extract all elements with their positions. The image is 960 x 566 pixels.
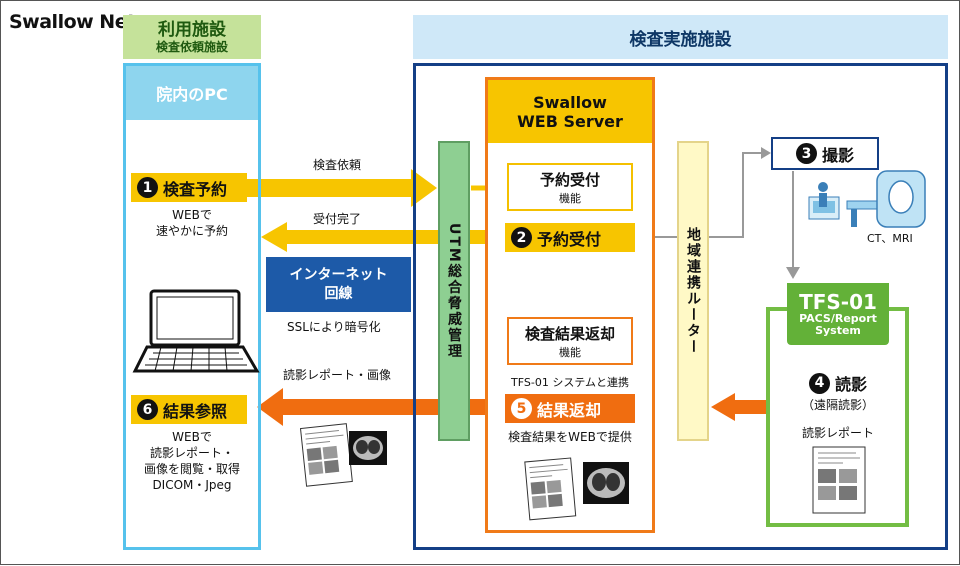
request-arrow: [247, 169, 437, 207]
result-function-main: 検査結果返却: [524, 324, 615, 343]
step1-note: WEBで 速やかに予約: [126, 207, 258, 239]
left-header: 利用施設 検査依頼施設: [123, 15, 261, 59]
step6-note-line: WEBで: [172, 430, 212, 444]
web-server-title-line2: WEB Server: [517, 111, 623, 131]
tfs-name: TFS-01: [799, 290, 877, 314]
tfs-sub1: PACS/Report: [799, 312, 877, 325]
reservation-function-main: 予約受付: [539, 170, 600, 189]
left-header-subtitle: 検査依頼施設: [155, 40, 228, 54]
step6-number: 6: [137, 399, 158, 420]
step1-label: 検査予約: [163, 179, 228, 199]
step1-badge: 1 検査予約: [131, 173, 247, 202]
step6-note: WEBで 読影レポート・ 画像を閲覧・取得 DICOM・Jpeg: [126, 429, 258, 493]
step5-badge: 5 結果返却: [505, 394, 635, 423]
step2-badge: 2 予約受付: [505, 223, 635, 252]
step6-note-line: 画像を閲覧・取得: [143, 462, 240, 476]
web-server-title-line1: Swallow: [533, 92, 607, 112]
reading-report-label: 読影レポート: [801, 426, 874, 440]
step6-note-line: DICOM・Jpeg: [152, 478, 232, 492]
reservation-function-box: 予約受付 機能: [507, 163, 633, 211]
step1-number: 1: [137, 177, 158, 198]
left-header-title: 利用施設: [158, 20, 226, 40]
step3-number: 3: [795, 143, 817, 164]
tfs-link-note: TFS-01 システムと連携: [511, 376, 629, 389]
regional-router-bar: 地域連携ルーター: [677, 141, 709, 441]
tfs-title: TFS-01 PACS/Report System: [787, 283, 889, 345]
step6-badge: 6 結果参照: [131, 395, 247, 424]
facility-panel: [413, 63, 948, 550]
accept-done-arrow: [261, 222, 505, 252]
capture-link-arrowhead: [761, 147, 771, 159]
internet-line-box: インターネット 回線: [266, 257, 411, 312]
step2-number: 2: [511, 227, 532, 248]
right-header: 検査実施施設: [413, 15, 948, 59]
step6-note-line: 読影レポート・: [149, 446, 234, 460]
capture-to-tfs-arrowhead: [786, 267, 800, 279]
tfs-sub2: System: [815, 324, 861, 337]
pc-panel-title: 院内のPC: [126, 66, 258, 120]
reservation-function-sub: 機能: [559, 191, 581, 205]
brand-title: Swallow Net: [9, 11, 136, 33]
web-server-title: Swallow WEB Server: [488, 80, 652, 143]
remote-reading-note: （遠隔読影）: [801, 398, 874, 412]
web-server-box: [485, 77, 655, 533]
step3-capture-box: 3 撮影: [771, 137, 879, 170]
step4-label-box: 4 読影: [786, 371, 890, 395]
internet-line1: インターネット: [289, 266, 388, 283]
step1-note-line: 速やかに予約: [155, 224, 228, 238]
step5-number: 5: [511, 398, 532, 419]
step6-label: 結果参照: [163, 401, 228, 421]
result-arrow: [257, 388, 505, 426]
step4-number: 4: [808, 372, 830, 394]
request-label: 検査依頼: [313, 158, 362, 172]
tfs-to-router-arrow: [711, 393, 775, 421]
step5-label: 結果返却: [537, 400, 602, 420]
utm-bar: UTM総合脅威管理: [438, 141, 470, 441]
result-function-sub: 機能: [559, 345, 581, 359]
report-image-label: 読影レポート・画像: [283, 368, 392, 382]
internet-line2: 回線: [324, 285, 353, 302]
accept-done-label: 受付完了: [313, 212, 362, 226]
step2-label: 予約受付: [537, 229, 602, 249]
step3-label: 撮影: [821, 145, 854, 165]
pc-panel: [123, 63, 261, 550]
ssl-note: SSLにより暗号化: [287, 320, 381, 334]
modality-label: CT、MRI: [867, 232, 913, 245]
step1-note-line: WEBで: [172, 208, 212, 222]
step4-label: 読影: [834, 375, 867, 394]
provide-note: 検査結果をWEBで提供: [508, 430, 632, 444]
result-function-box: 検査結果返却 機能: [507, 317, 633, 365]
